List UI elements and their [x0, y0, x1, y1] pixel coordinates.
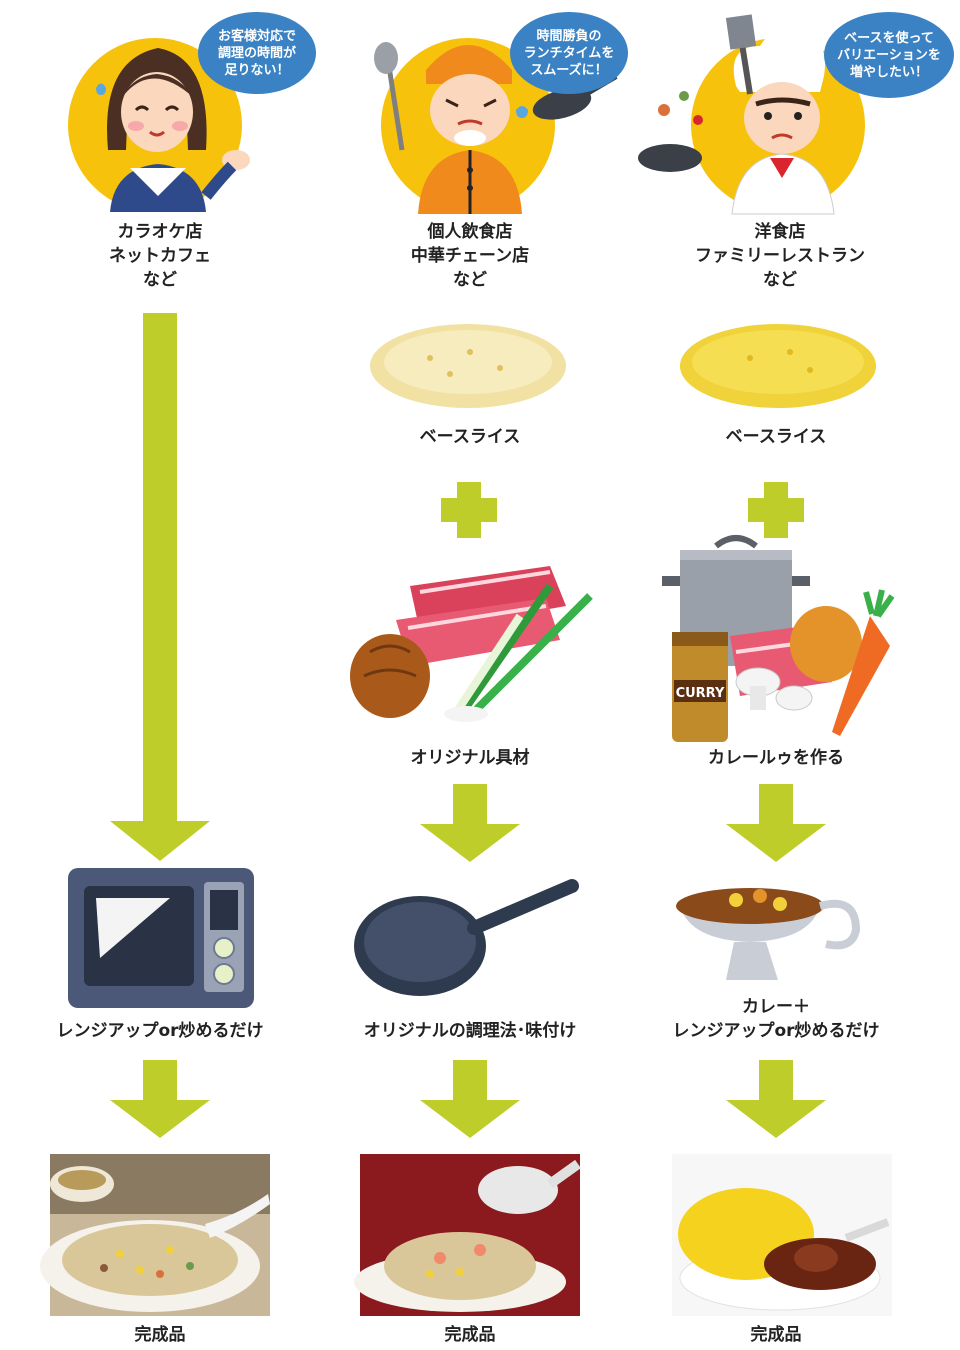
waitress-avatar-icon: [68, 38, 250, 212]
curry-rice-photo-icon: [672, 1154, 892, 1316]
shrimp-fried-rice-photo-icon: [354, 1154, 581, 1316]
step-label: カレー＋ レンジアップor炒めるだけ: [672, 997, 880, 1041]
frying-pan-icon: [354, 879, 579, 996]
base-rice-icon: [370, 324, 566, 408]
category-label: 洋食店 ファミリーレストラン など: [695, 222, 865, 290]
western-chef-avatar-icon: [638, 14, 865, 215]
speech-bubble: お客様対応で 調理の時間が 足りない！: [198, 12, 316, 94]
category-label: 個人飲食店 中華チェーン店 など: [410, 222, 530, 290]
curry-ingredients-icon: CURRY: [662, 535, 895, 742]
chinese-cook-avatar-icon: [374, 38, 618, 214]
down-arrow: [726, 784, 826, 862]
base-rice-label: ベースライス: [725, 427, 827, 447]
down-arrow: [420, 1060, 520, 1138]
final-label: 完成品: [750, 1325, 802, 1345]
curry-gravy-boat-icon: [676, 888, 861, 980]
plus-icon: [748, 482, 804, 538]
final-label: 完成品: [134, 1325, 186, 1345]
column-western: ベースを使って バリエーションを 増やしたい！ 洋食店 ファミリーレストラン な…: [638, 0, 960, 1350]
ingredients-label: オリジナル具材: [410, 748, 530, 768]
speech-bubble: 時間勝負の ランチタイムを スムーズに！: [510, 12, 628, 94]
fried-rice-photo-icon: [40, 1154, 270, 1316]
down-arrow: [110, 1060, 210, 1138]
long-down-arrow: [110, 313, 210, 861]
ingredients-label: カレールゥを作る: [708, 748, 844, 768]
base-rice-icon: [680, 324, 876, 408]
step-label: オリジナルの調理法･味付け: [363, 1021, 577, 1041]
curry-jar-label: CURRY: [676, 686, 725, 701]
meat-onion-leek-icon: [350, 566, 593, 722]
column-chinese: 時間勝負の ランチタイムを スムーズに！ 個人飲食店 中華チェーン店 など ベー…: [320, 0, 640, 1350]
category-label: カラオケ店 ネットカフェ など: [109, 222, 211, 290]
down-arrow: [726, 1060, 826, 1138]
final-label: 完成品: [444, 1325, 496, 1345]
base-rice-label: ベースライス: [419, 427, 521, 447]
column-karaoke: お客様対応で 調理の時間が 足りない！ カラオケ店 ネットカフェ など レンジア…: [0, 0, 320, 1350]
microwave-icon: [68, 868, 254, 1008]
plus-icon: [441, 482, 497, 538]
speech-bubble: ベースを使って バリエーションを 増やしたい！: [824, 12, 954, 98]
down-arrow: [420, 784, 520, 862]
step-label: レンジアップor炒めるだけ: [56, 1021, 264, 1041]
